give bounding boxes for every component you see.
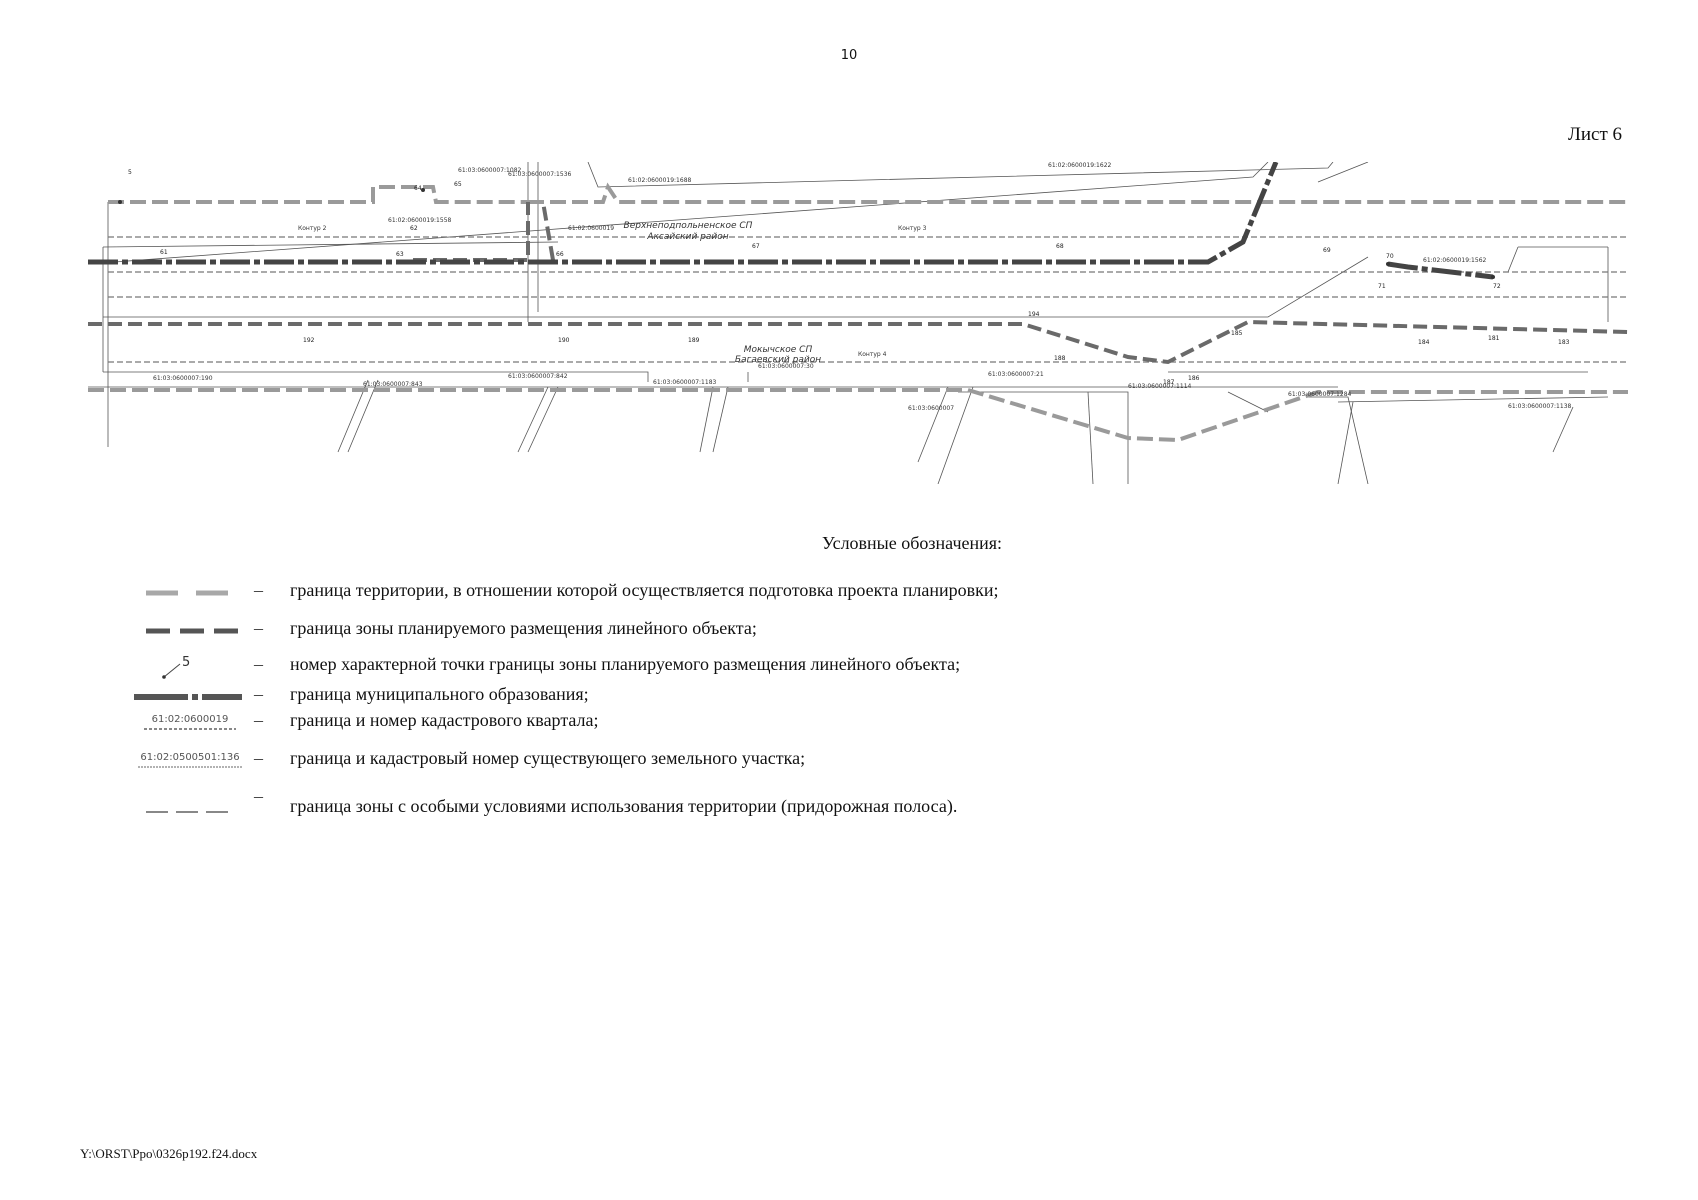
municipal-area-1-line1: Верхнеподпольненское СП [624, 221, 753, 231]
point-number: 194 [1028, 311, 1040, 318]
linear-object-zone-symbol [146, 628, 238, 634]
parcel-number: 61:02:0600019:1622 [1048, 162, 1112, 169]
point-number: 184 [1418, 339, 1430, 346]
point-symbol-number: 5 [182, 655, 190, 670]
municipal-area-2-line2: Багаевский район [735, 355, 821, 365]
legend-dash: – [254, 786, 263, 806]
point-number: 190 [558, 337, 570, 344]
footer-file-path: Y:\ORST\Ppo\0326p192.f24.docx [80, 1146, 258, 1161]
quarter-symbol-text: 61:02:0600019 [152, 714, 229, 725]
parcel-number: 61:03:0600007:190 [153, 375, 213, 382]
parcel-number: 61:02:0600019:1562 [1423, 257, 1487, 264]
parcel-number: 61:03:0600007:1082 [458, 167, 522, 174]
point-number: 70 [1386, 253, 1394, 260]
parcel-number: 61:03:0600007:1114 [1128, 383, 1192, 390]
contour-label: Контур 4 [858, 351, 887, 358]
point-number: 69 [1323, 247, 1331, 254]
characteristic-point-symbol: 5 [162, 655, 190, 679]
point-number: 65 [454, 181, 462, 188]
roadside-zone-lines [108, 236, 1628, 363]
legend-text: номер характерной точки границы зоны пла… [290, 654, 961, 674]
linear-object-zone-boundary [88, 201, 1628, 365]
special-zone-symbol [146, 811, 230, 813]
parcel-number: 61:02:0600019:1688 [628, 177, 692, 184]
cadastral-quarter-symbol: 61:02:0600019 [144, 714, 236, 730]
parcel-number: 61:03:0600007:21 [988, 371, 1044, 378]
point-number: 62 [410, 225, 418, 232]
land-parcel-symbol: 61:02:0500501:136 [138, 752, 242, 768]
legend-text: граница зоны планируемого размещения лин… [290, 618, 757, 638]
point-number: 189 [688, 337, 700, 344]
legend-text: граница территории, в отношении которой … [290, 580, 999, 600]
point-number: 61 [160, 249, 168, 256]
legend-text: граница муниципального образования; [290, 684, 589, 704]
legend-title: Условные обозначения: [822, 533, 1003, 553]
contour-label: Контур 3 [898, 225, 927, 232]
point-number: 72 [1493, 283, 1501, 290]
parcel-number: 61:03:0600007:1183 [653, 379, 717, 386]
point-number: 181 [1488, 335, 1500, 342]
municipal-boundary-symbol [134, 694, 242, 700]
point-number: 183 [1558, 339, 1570, 346]
point-number: 68 [1056, 243, 1064, 250]
legend-dash: – [254, 618, 263, 638]
characteristic-points [118, 188, 1495, 279]
point-number: 185 [1231, 330, 1243, 337]
parcel-number: 61:03:0600007:30 [758, 363, 814, 370]
point-number: 192 [303, 337, 315, 344]
planning-territory-boundary [88, 182, 1628, 443]
contour-label: Контур 2 [298, 225, 327, 232]
planning-map: Верхнеподпольненское СП Аксайский район … [88, 162, 1628, 484]
legend-dash: – [254, 684, 263, 704]
quarter-number: 61:02:0600019 [568, 225, 614, 232]
municipal-area-2-line1: Мокычское СП [744, 345, 813, 355]
parcel-number: 61:03:0600007:1284 [1288, 391, 1352, 398]
point-number: 5 [128, 169, 132, 176]
legend-text: граница зоны с особыми условиями использ… [290, 796, 958, 816]
point-number: 187 [1163, 379, 1175, 386]
point-number: 186 [1188, 375, 1200, 382]
municipal-boundary [88, 162, 1494, 280]
municipal-area-1-line2: Аксайский район [646, 232, 728, 242]
legend-dash: – [254, 580, 263, 600]
legend-dash: – [254, 654, 263, 674]
point-number: 188 [1054, 355, 1066, 362]
legend-text: граница и кадастровый номер существующег… [290, 748, 806, 768]
parcel-number: 61:03:0600007:1138 [1508, 403, 1572, 410]
planning-territory-symbol [146, 590, 235, 596]
point-number: 67 [752, 243, 760, 250]
map-labels: Верхнеподпольненское СП Аксайский район … [128, 162, 1572, 412]
parcel-symbol-text: 61:02:0500501:136 [140, 752, 239, 763]
parcel-boundaries [88, 162, 1609, 484]
legend-dash: – [254, 748, 263, 768]
sheet-label: Лист 6 [1567, 124, 1622, 145]
parcel-number: 61:03:0600007:1536 [508, 171, 572, 178]
quarter-number: 61:03:0600007 [908, 405, 954, 412]
legend-dash: – [254, 710, 263, 730]
point-number: 64 [414, 185, 422, 192]
parcel-number: 61:03:0600007:842 [508, 373, 568, 380]
legend-text: граница и номер кадастрового квартала; [290, 710, 599, 730]
parcel-number: 61:03:0600007:843 [363, 381, 423, 388]
page-number: 10 [840, 48, 858, 63]
point-number: 66 [556, 251, 564, 258]
point-number: 63 [396, 251, 404, 258]
parcel-number: 61:02:0600019:1558 [388, 217, 452, 224]
point-number: 71 [1378, 283, 1386, 290]
